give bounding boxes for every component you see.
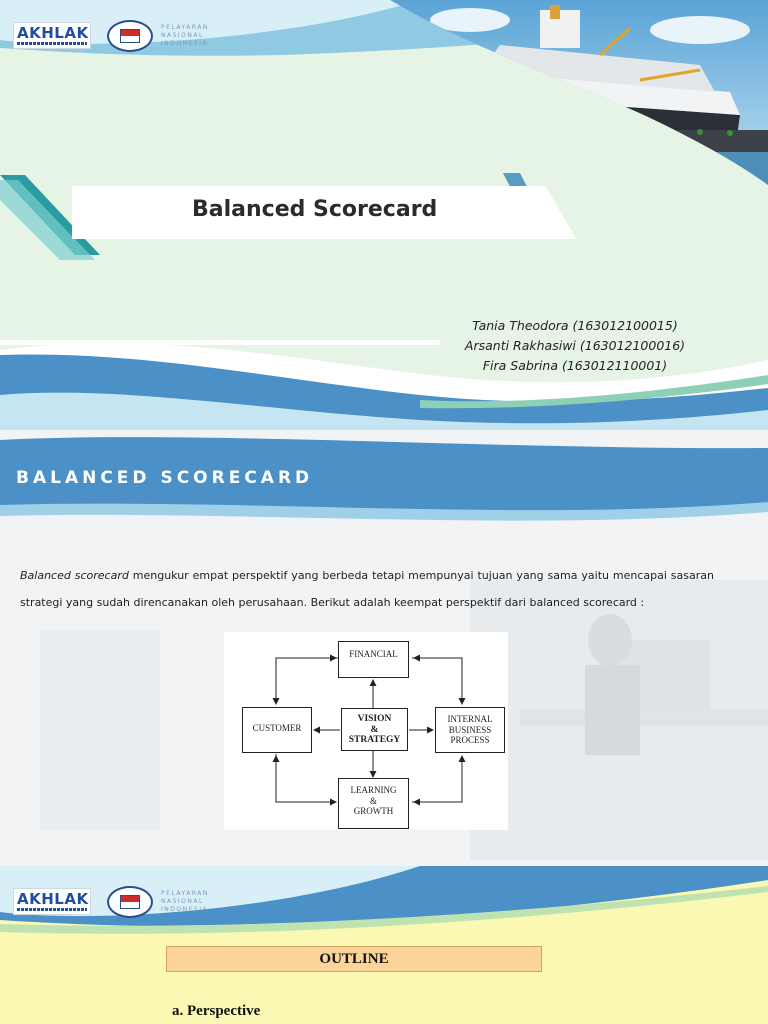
balanced-scorecard-diagram: FINANCIAL CUSTOMER VISION & STRATEGY INT… xyxy=(224,632,508,830)
pelni-logo xyxy=(107,20,153,52)
akhlak-logo: AKHLAK xyxy=(13,888,91,915)
diagram-node-internal-business-process: INTERNAL BUSINESS PROCESS xyxy=(435,707,505,753)
body-paragraph-italic: Balanced scorecard xyxy=(20,569,129,582)
pelni-logo-text: PELAYARAN NASIONAL INDONESIA xyxy=(161,24,209,47)
outline-slide: AKHLAK PELAYARAN NASIONAL INDONESIA OUTL… xyxy=(0,866,768,1024)
diagram-node-vision-strategy: VISION & STRATEGY xyxy=(341,708,408,751)
pelni-logo-text: PELAYARAN NASIONAL INDONESIA xyxy=(161,890,209,913)
title-banner xyxy=(72,186,576,239)
title-slide: AKHLAK PELAYARAN NASIONAL INDONESIA Bala… xyxy=(0,0,768,430)
pelni-logo xyxy=(107,886,153,918)
outline-title: OUTLINE xyxy=(319,951,389,967)
author-line: Tania Theodora (163012100015) xyxy=(472,318,678,333)
diagram-node-customer: CUSTOMER xyxy=(242,707,312,753)
diagram-node-financial: FINANCIAL xyxy=(338,641,409,678)
authors-list: Tania Theodora (163012100015) Arsanti Ra… xyxy=(440,316,710,376)
ship-photo xyxy=(390,0,768,185)
akhlak-logo-text: AKHLAK xyxy=(17,24,89,42)
diagram-node-learning-growth: LEARNING & GROWTH xyxy=(338,778,409,829)
slide-background-waves xyxy=(0,0,768,430)
body-paragraph-text: mengukur empat perspektif yang berbeda t… xyxy=(20,569,714,609)
slide-title: Balanced Scorecard xyxy=(192,197,438,222)
body-paragraph: Balanced scorecard mengukur empat perspe… xyxy=(20,563,714,616)
akhlak-logo-text: AKHLAK xyxy=(17,890,89,908)
content-slide: BALANCED SCORECARD Balanced scorecard me… xyxy=(0,430,768,866)
outline-item: a. Perspective xyxy=(172,1003,261,1019)
author-line: Fira Sabrina (163012110001) xyxy=(482,358,668,373)
author-line: Arsanti Rakhasiwi (163012100016) xyxy=(464,338,686,353)
slide-background-waves xyxy=(0,866,768,934)
section-heading: BALANCED SCORECARD xyxy=(16,468,314,488)
outline-title-box: OUTLINE xyxy=(166,946,542,972)
header-wave xyxy=(0,437,768,519)
diagram-arrows xyxy=(272,654,466,806)
akhlak-logo: AKHLAK xyxy=(13,22,91,49)
